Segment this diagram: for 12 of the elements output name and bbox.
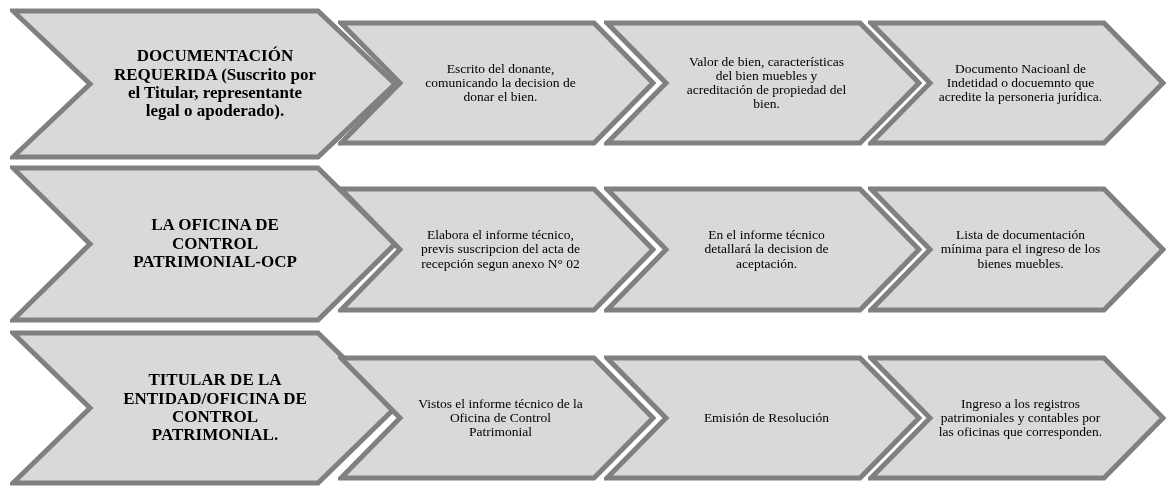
step-heading: TITULAR DE LA ENTIDAD/OFICINA DE CONTROL PATRIMONIAL. [122, 371, 308, 445]
step-heading: DOCUMENTACIÓN REQUERIDA (Suscrito por el Titular, representante legal o apoderado). [112, 47, 318, 121]
step-text: En el informe técnico detallará la decision de aceptación. [703, 228, 830, 271]
step-text: Emisión de Resolución [703, 410, 830, 426]
step-text: Valor de bien, características del bien muebles y acreditación de propiedad del bien. [685, 54, 848, 112]
step-text: Elabora el informe técnico, previs suscripcion del acta de recepción segun anexo N° 02 [420, 228, 581, 271]
step-text: Lista de documentación mínima para el ingreso de los bienes muebles. [939, 228, 1102, 271]
step-text: Vistos el informe técnico de la Oficina de Control Patrimonial [418, 396, 583, 440]
step-text: Escrito del donante, comunicando la decision de donar el bien. [424, 61, 577, 105]
step-heading: LA OFICINA DE CONTROL PATRIMONIAL-OCP [132, 216, 298, 272]
step-text: Documento Nacioanl de Indetidad o docuemnto que acredite la personeria jurídica. [938, 61, 1103, 105]
step-text: Ingreso a los registros patrimoniales y contables por las oficinas que corresponden. [938, 396, 1103, 440]
